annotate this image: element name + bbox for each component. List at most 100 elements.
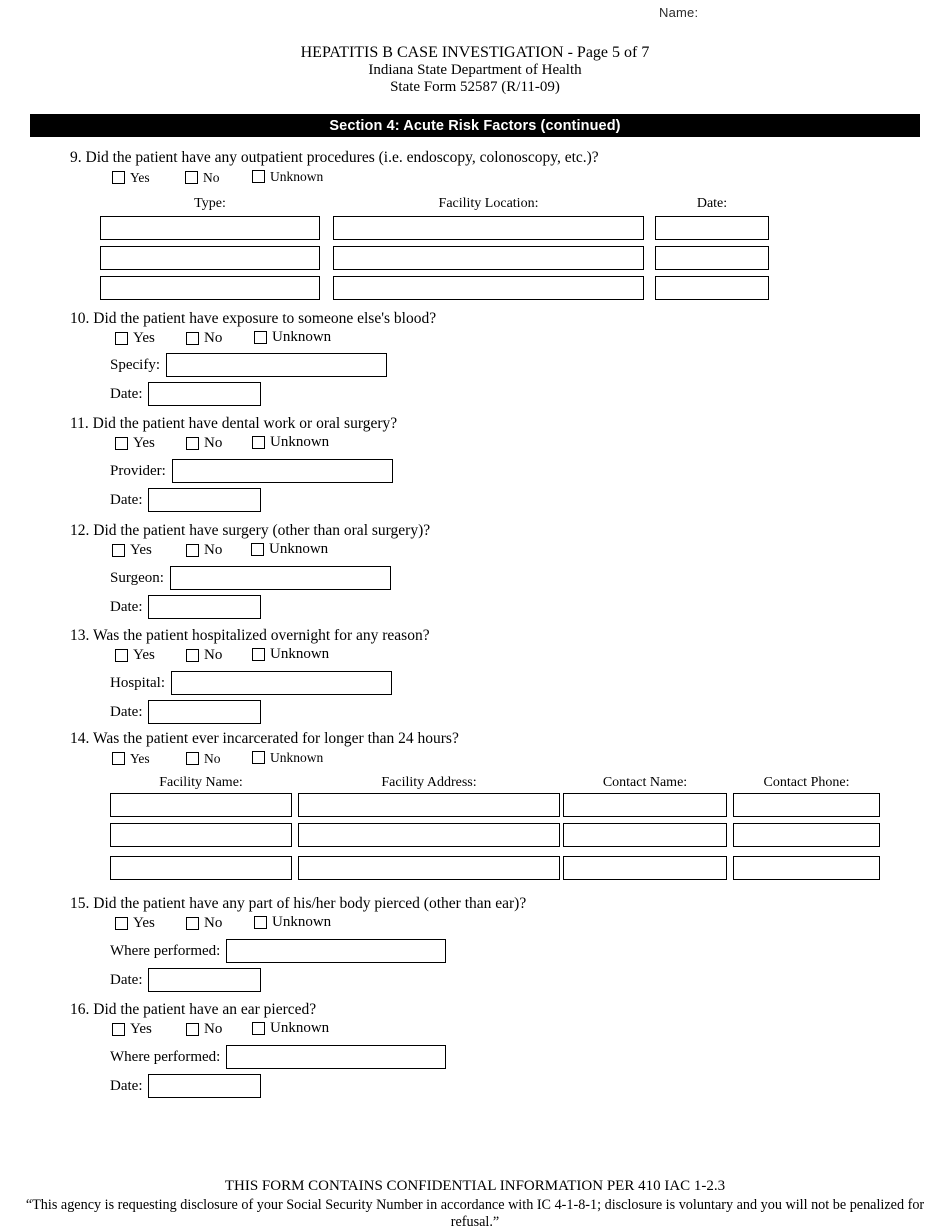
question-9-no-option[interactable]: No: [185, 170, 220, 185]
question-9-yes-option[interactable]: Yes: [112, 170, 150, 185]
question-12-unknown-option[interactable]: Unknown: [251, 542, 328, 557]
checkbox-icon[interactable]: [252, 648, 265, 661]
option-label: Unknown: [270, 169, 324, 184]
question-9-date-input-row1[interactable]: [655, 216, 769, 240]
question-13-no-option[interactable]: No: [186, 648, 222, 663]
question-14-contact-name-input-row2[interactable]: [563, 823, 727, 847]
checkbox-icon[interactable]: [112, 171, 125, 184]
question-14-yes-option[interactable]: Yes: [112, 751, 150, 766]
checkbox-icon[interactable]: [185, 171, 198, 184]
question-15-no-option[interactable]: No: [186, 916, 222, 931]
question-14-facility-name-input-row2[interactable]: [110, 823, 292, 847]
checkbox-icon[interactable]: [112, 1023, 125, 1036]
checkbox-icon[interactable]: [115, 917, 128, 930]
checkbox-icon[interactable]: [186, 917, 199, 930]
question-14-column-facility-name: Facility Name:: [159, 775, 243, 790]
question-12-surgeon-input[interactable]: [169, 566, 391, 590]
footer-ssn-disclosure: “This agency is requesting disclosure of…: [25, 1197, 925, 1230]
question-14-contact-phone-input-row2[interactable]: [733, 823, 880, 847]
question-14-unknown-option[interactable]: Unknown: [252, 750, 323, 765]
checkbox-icon[interactable]: [186, 752, 199, 765]
question-15-date-label: Date:: [110, 971, 143, 988]
question-10-unknown-option[interactable]: Unknown: [254, 330, 331, 345]
question-12-no-option[interactable]: No: [186, 543, 222, 558]
question-15-yes-option[interactable]: Yes: [115, 916, 155, 931]
question-15-date-input[interactable]: [148, 968, 262, 992]
question-15-date-row: Date:: [110, 968, 262, 992]
checkbox-icon[interactable]: [252, 170, 265, 183]
form-agency: Indiana State Department of Health: [368, 61, 582, 78]
question-10-no-option[interactable]: No: [186, 331, 222, 346]
question-9-facility-input-row1[interactable]: [333, 216, 644, 240]
question-14-contact-phone-input-row3[interactable]: [733, 856, 880, 880]
question-11-unknown-option[interactable]: Unknown: [252, 435, 329, 450]
checkbox-icon[interactable]: [252, 1022, 265, 1035]
question-9-date-input-row3[interactable]: [655, 276, 769, 300]
question-9-type-input-row2[interactable]: [100, 246, 320, 270]
checkbox-icon[interactable]: [252, 436, 265, 449]
question-14-facility-name-input-row3[interactable]: [110, 856, 292, 880]
question-14-facility-name-input-row1[interactable]: [110, 793, 292, 817]
option-label: Unknown: [270, 434, 330, 450]
question-15-where-performed-input[interactable]: [226, 939, 447, 963]
option-label: Yes: [130, 1021, 152, 1037]
question-14-facility-address-input-row1[interactable]: [298, 793, 560, 817]
checkbox-icon[interactable]: [115, 437, 128, 450]
option-label: Yes: [130, 170, 150, 185]
question-13-date-label: Date:: [110, 703, 143, 720]
question-16-date-input[interactable]: [148, 1074, 262, 1098]
form-number: State Form 52587 (R/11-09): [390, 79, 560, 95]
question-9-type-input-row1[interactable]: [100, 216, 320, 240]
question-14-contact-name-input-row3[interactable]: [563, 856, 727, 880]
question-13-hospital-input[interactable]: [171, 671, 392, 695]
checkbox-icon[interactable]: [186, 544, 199, 557]
checkbox-icon[interactable]: [251, 543, 264, 556]
question-13-date-input[interactable]: [148, 700, 262, 724]
question-11-no-option[interactable]: No: [186, 436, 222, 451]
question-16-unknown-option[interactable]: Unknown: [252, 1021, 329, 1036]
question-14-contact-name-input-row1[interactable]: [563, 793, 727, 817]
question-16-where-performed-row: Where performed:: [110, 1045, 447, 1069]
checkbox-icon[interactable]: [115, 649, 128, 662]
question-13-unknown-option[interactable]: Unknown: [252, 647, 329, 662]
question-11-provider-label: Provider:: [110, 462, 166, 479]
checkbox-icon[interactable]: [186, 437, 199, 450]
question-11-yes-option[interactable]: Yes: [115, 436, 155, 451]
question-10-yes-option[interactable]: Yes: [115, 331, 155, 346]
section-header-bar: Section 4: Acute Risk Factors (continued…: [30, 114, 920, 137]
question-9-facility-input-row2[interactable]: [333, 246, 644, 270]
question-9-column-date: Date:: [696, 196, 728, 211]
checkbox-icon[interactable]: [112, 544, 125, 557]
question-14-no-option[interactable]: No: [186, 751, 221, 766]
question-12-yes-option[interactable]: Yes: [112, 543, 152, 558]
question-9-date-input-row2[interactable]: [655, 246, 769, 270]
question-9-facility-input-row3[interactable]: [333, 276, 644, 300]
form-title-block: HEPATITIS B CASE INVESTIGATION - Page 5 …: [0, 44, 950, 97]
question-10-date-input[interactable]: [148, 382, 262, 406]
question-11-date-input[interactable]: [148, 488, 262, 512]
form-title: HEPATITIS B CASE INVESTIGATION - Page 5 …: [300, 44, 650, 61]
question-16-no-option[interactable]: No: [186, 1022, 222, 1037]
question-16-where-performed-label: Where performed:: [110, 1048, 221, 1065]
question-12-date-input[interactable]: [148, 595, 262, 619]
checkbox-icon[interactable]: [186, 649, 199, 662]
question-10-specify-input[interactable]: [166, 353, 387, 377]
question-9-type-input-row3[interactable]: [100, 276, 320, 300]
question-11-provider-input[interactable]: [171, 459, 393, 483]
question-16-where-performed-input[interactable]: [226, 1045, 447, 1069]
checkbox-icon[interactable]: [186, 1023, 199, 1036]
question-14-facility-address-input-row3[interactable]: [298, 856, 560, 880]
checkbox-icon[interactable]: [254, 916, 267, 929]
checkbox-icon[interactable]: [112, 752, 125, 765]
question-13-yes-option[interactable]: Yes: [115, 648, 155, 663]
question-12-date-row: Date:: [110, 595, 262, 619]
checkbox-icon[interactable]: [115, 332, 128, 345]
question-14-facility-address-input-row2[interactable]: [298, 823, 560, 847]
checkbox-icon[interactable]: [186, 332, 199, 345]
checkbox-icon[interactable]: [252, 751, 265, 764]
question-14-contact-phone-input-row1[interactable]: [733, 793, 880, 817]
question-16-yes-option[interactable]: Yes: [112, 1022, 152, 1037]
question-15-unknown-option[interactable]: Unknown: [254, 915, 331, 930]
checkbox-icon[interactable]: [254, 331, 267, 344]
question-9-unknown-option[interactable]: Unknown: [252, 169, 323, 184]
